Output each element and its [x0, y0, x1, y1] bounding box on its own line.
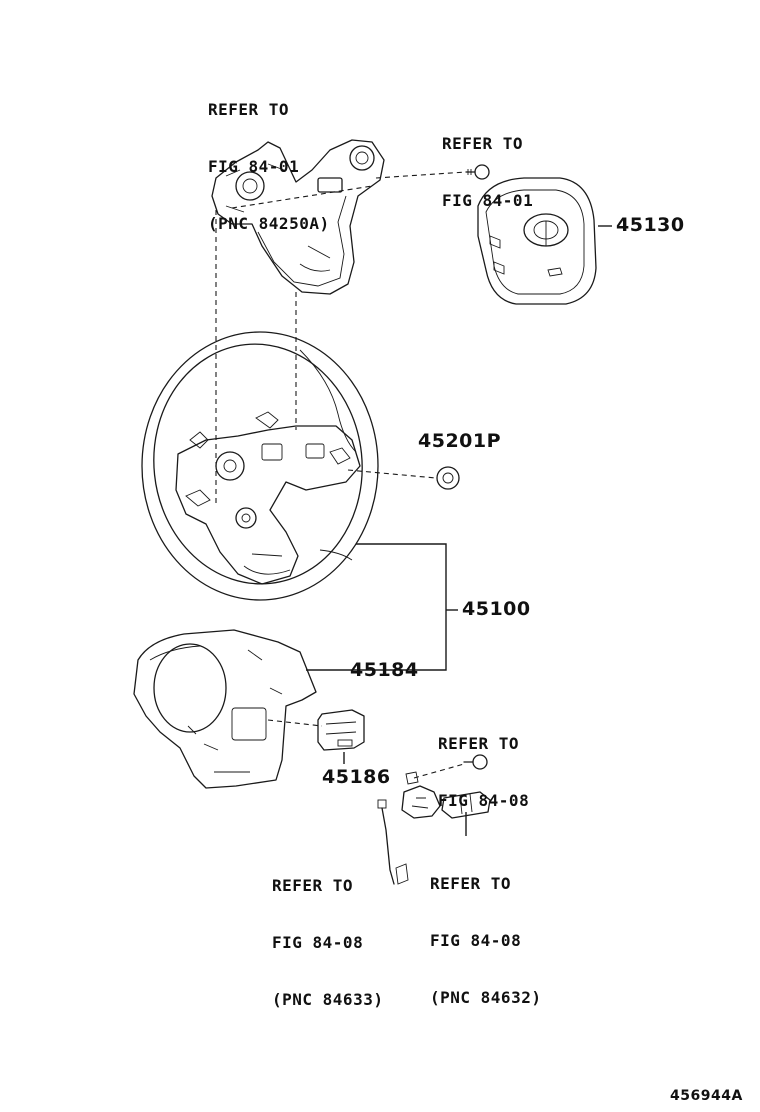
refer-label-mid-right: REFER TO FIG 84-08 [438, 696, 529, 848]
refer-line: FIG 84-01 [208, 157, 300, 176]
leader-45184-45100 [306, 543, 447, 671]
refer-label-top-left: REFER TO FIG 84-01 (PNC 84250A) [208, 62, 330, 271]
steering-wheel-drawing [141, 331, 379, 601]
projection-line-spiral [267, 719, 323, 727]
wire-harness-drawing [377, 799, 409, 885]
refer-line: REFER TO [272, 876, 354, 895]
cap-drawing [347, 466, 460, 490]
refer-line: (PNC 84633) [272, 990, 384, 1009]
switch-assembly-drawing [401, 771, 491, 819]
refer-line: (PNC 84632) [430, 988, 542, 1007]
screw-mid-drawing [413, 754, 488, 779]
refer-line: FIG 84-08 [272, 933, 364, 952]
refer-line: REFER TO [438, 734, 520, 753]
catalog-number: 456944A [670, 1088, 743, 1104]
screw-top-drawing [465, 164, 490, 180]
part-number-airbag: 45130 [616, 214, 685, 236]
refer-label-bottom-left: REFER TO FIG 84-08 (PNC 84633) [272, 838, 383, 1047]
refer-line: (PNC 84250A) [208, 214, 330, 233]
refer-line: REFER TO [442, 134, 524, 153]
refer-label-top-right: REFER TO FIG 84-01 [442, 96, 533, 248]
part-number-cap: 45201P [418, 430, 502, 452]
projection-line-screw-top [375, 171, 467, 179]
spiral-cable-drawing [317, 709, 365, 751]
switch-bezel-drawing [211, 139, 385, 295]
part-number-spiral-cable: 45186 [322, 766, 391, 788]
refer-line: FIG 84-08 [430, 931, 522, 950]
refer-line: REFER TO [430, 874, 512, 893]
part-number-cover: 45184 [350, 659, 419, 681]
refer-line: FIG 84-08 [438, 791, 530, 810]
airbag-pad-drawing [477, 177, 597, 305]
refer-line: FIG 84-01 [442, 191, 534, 210]
refer-label-bottom-right: REFER TO FIG 84-08 (PNC 84632) [430, 836, 541, 1045]
lower-cover-drawing [133, 629, 317, 789]
projection-line-screw [231, 185, 373, 209]
part-number-wheel: 45100 [462, 598, 531, 620]
refer-line: REFER TO [208, 100, 290, 119]
